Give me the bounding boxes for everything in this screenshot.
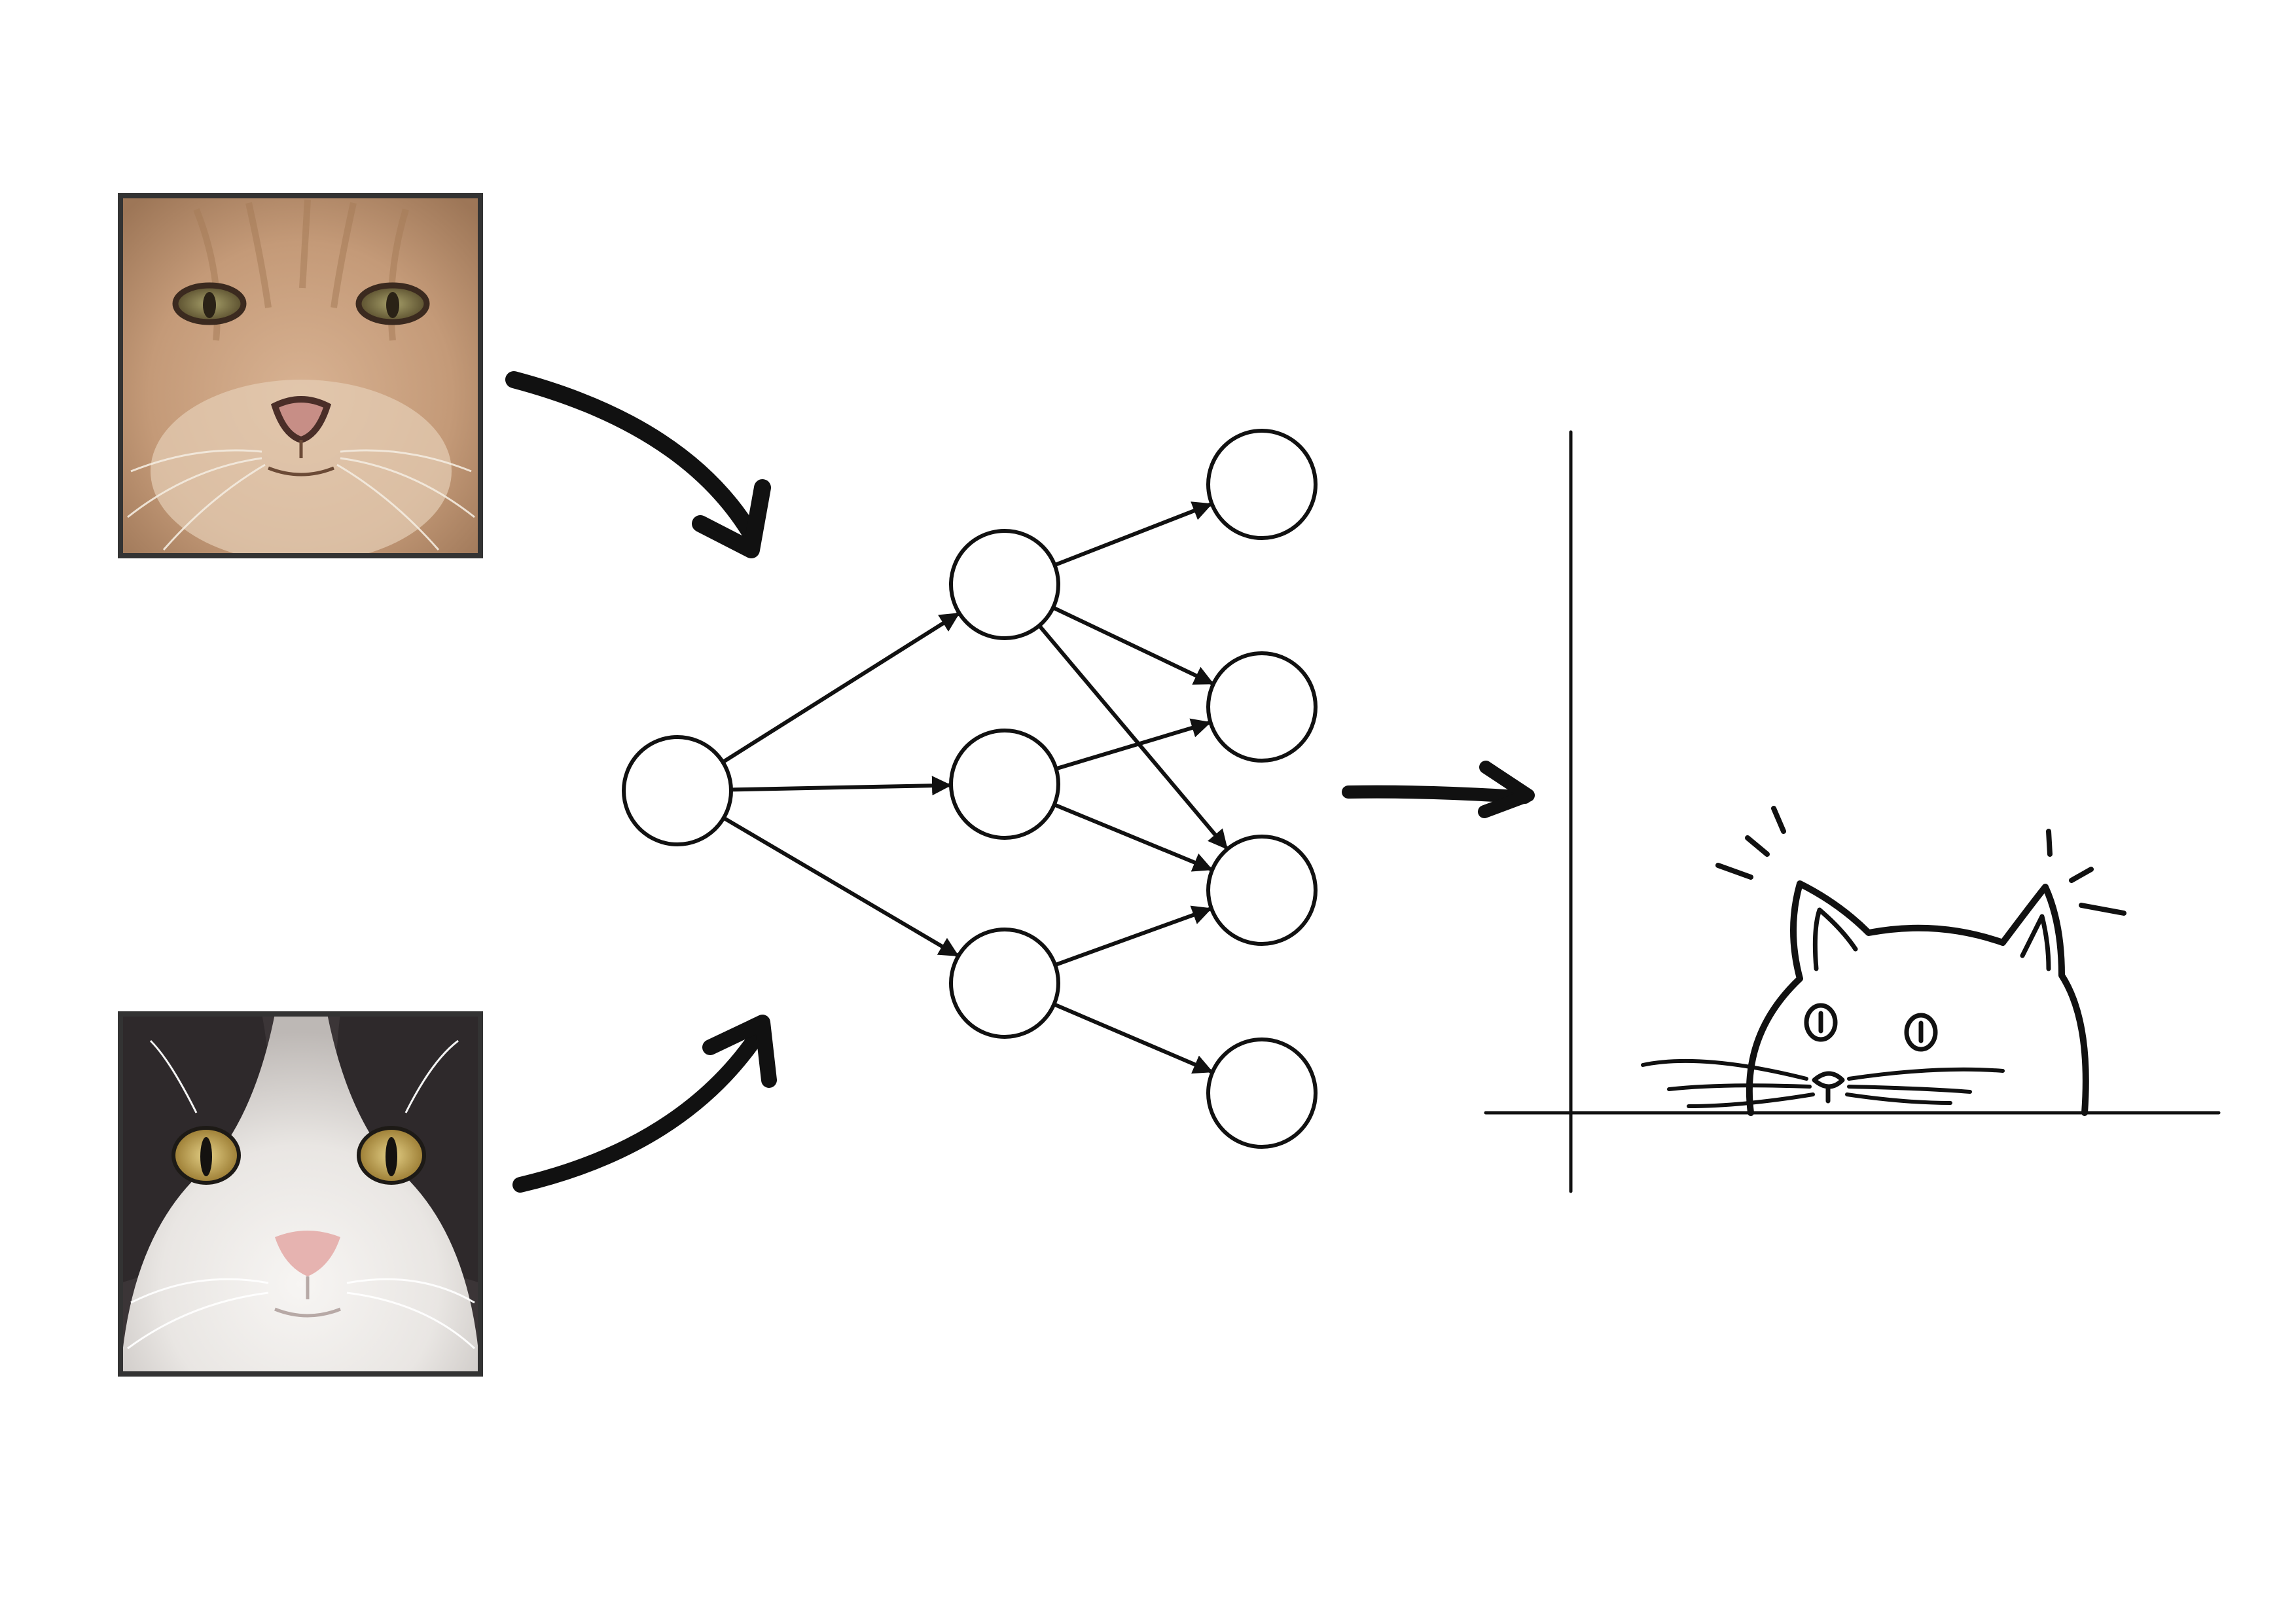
output-arrow <box>1342 761 1535 818</box>
cartoon-cat-peeking-illustration <box>1641 806 2126 1116</box>
edge-in-h1 <box>721 612 960 764</box>
edge-h1-o2 <box>1052 605 1214 685</box>
node-in <box>622 735 733 846</box>
edge-h2-o2 <box>1055 718 1211 771</box>
node-o4 <box>1206 1038 1318 1149</box>
edge-in-h2 <box>730 776 952 796</box>
edge-h3-o4 <box>1053 1002 1213 1074</box>
edge-h2-o3 <box>1053 803 1213 872</box>
node-o2 <box>1206 651 1318 763</box>
node-h3 <box>949 928 1060 1039</box>
node-h1 <box>949 529 1060 640</box>
black-white-cat-photo <box>120 1014 480 1374</box>
edge-in-h3 <box>723 816 960 958</box>
bottom-curved-arrow <box>512 1015 777 1193</box>
neural-network <box>622 429 1318 1149</box>
bottom-photo-frame <box>118 1011 483 1377</box>
node-o3 <box>1206 835 1318 946</box>
network-edges <box>721 501 1229 1074</box>
top-curved-arrow <box>505 371 771 558</box>
edge-h1-o1 <box>1054 501 1213 568</box>
orange-tabby-cat-photo <box>120 196 480 556</box>
node-o1 <box>1206 429 1318 540</box>
network-nodes <box>622 429 1318 1149</box>
edge-h3-o3 <box>1054 905 1212 967</box>
edge-h1-o3 <box>1037 624 1229 850</box>
alert-lines <box>1715 806 2126 916</box>
node-h2 <box>949 729 1060 840</box>
top-photo-frame <box>118 193 483 558</box>
output-axes <box>1484 430 2221 1193</box>
